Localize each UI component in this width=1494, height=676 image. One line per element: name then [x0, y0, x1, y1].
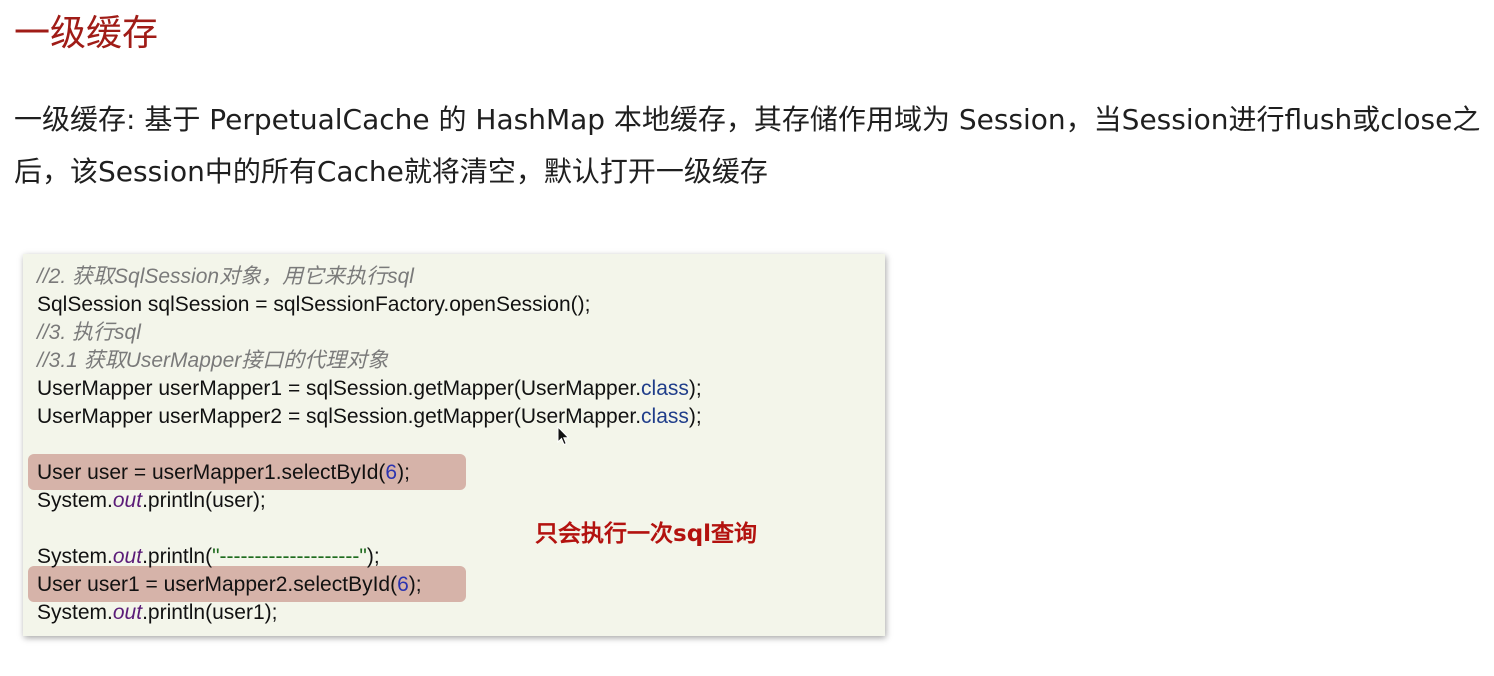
- code-keyword-class: class: [641, 377, 689, 400]
- code-number: 6: [397, 573, 409, 596]
- code-comment-get-session: //2. 获取SqlSession对象，用它来执行sql: [37, 265, 414, 288]
- code-text: .println(user1);: [142, 601, 278, 624]
- code-text: );: [397, 461, 410, 484]
- intro-line-1: 一级缓存: 基于 PerpetualCache 的 HashMap 本地缓存，其…: [14, 103, 1481, 136]
- code-comment-get-mapper: //3.1 获取UserMapper接口的代理对象: [37, 349, 389, 372]
- code-text: );: [408, 573, 422, 596]
- code-text: );: [688, 377, 702, 400]
- code-print-user: System.out.println(user);: [37, 487, 266, 515]
- highlight-first-query: [28, 454, 466, 490]
- code-text: User user = userMapper1.selectById(: [37, 461, 386, 484]
- code-string: "--------------------": [212, 545, 367, 568]
- mouse-cursor-icon: [557, 426, 570, 446]
- code-text: User user1 = userMapper2.selectById(: [37, 573, 398, 596]
- code-open-session: SqlSession sqlSession = sqlSessionFactor…: [37, 293, 591, 316]
- intro-paragraph: 一级缓存: 基于 PerpetualCache 的 HashMap 本地缓存，其…: [14, 94, 1488, 198]
- code-select-by-id-2: User user1 = userMapper2.selectById(6);: [37, 571, 422, 599]
- intro-line-2: 后，该Session中的所有Cache就将清空，默认打开一级缓存: [14, 155, 768, 188]
- code-select-by-id-1: User user = userMapper1.selectById(6);: [37, 459, 410, 487]
- code-text: .println(user);: [142, 489, 266, 512]
- code-get-mapper-2: UserMapper userMapper2 = sqlSession.getM…: [37, 403, 702, 431]
- code-field-out: out: [112, 545, 143, 568]
- code-get-mapper-1: UserMapper userMapper1 = sqlSession.getM…: [37, 375, 702, 403]
- code-field-out: out: [112, 601, 143, 624]
- code-text: .println(: [142, 545, 213, 568]
- code-number: 6: [385, 461, 398, 484]
- code-comment-execute-sql: //3. 执行sql: [37, 321, 141, 344]
- code-keyword-class: class: [641, 405, 689, 428]
- code-text: System.: [37, 489, 113, 512]
- code-text: UserMapper userMapper1 = sqlSession.getM…: [37, 377, 642, 400]
- highlight-second-query: [28, 566, 466, 602]
- code-text: System.: [37, 601, 113, 624]
- code-print-separator: System.out.println("--------------------…: [37, 543, 380, 571]
- annotation-note: 只会执行一次sql查询: [535, 521, 758, 547]
- code-text: System.: [37, 545, 113, 568]
- page-title: 一级缓存: [14, 13, 159, 54]
- code-text: );: [366, 545, 380, 568]
- code-print-user1: System.out.println(user1);: [37, 599, 277, 627]
- code-field-out: out: [112, 489, 143, 512]
- code-snippet-panel: //2. 获取SqlSession对象，用它来执行sql SqlSession …: [23, 254, 885, 636]
- code-text: UserMapper userMapper2 = sqlSession.getM…: [37, 405, 642, 428]
- code-text: );: [688, 405, 702, 428]
